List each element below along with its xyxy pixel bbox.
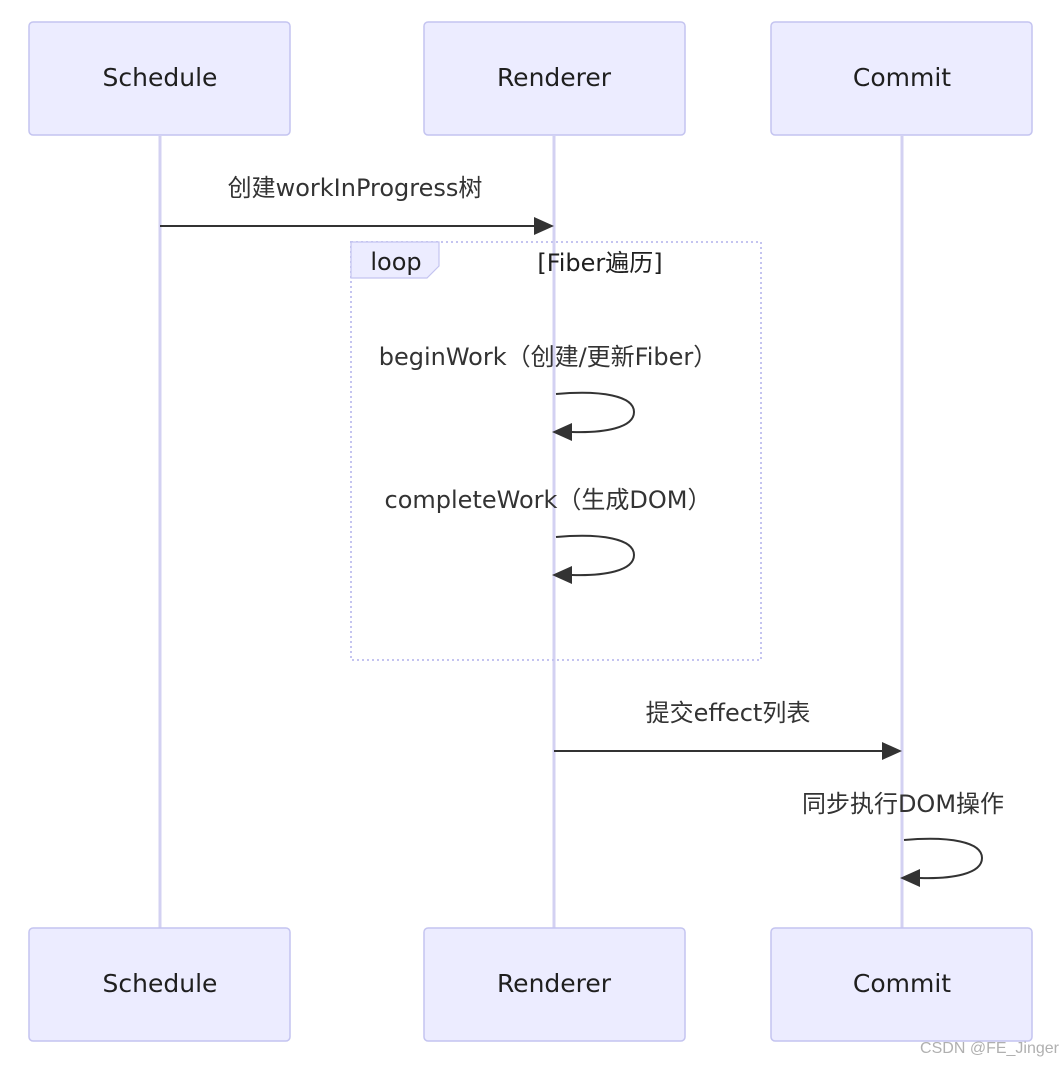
message-sync-dom: 同步执行DOM操作 — [802, 790, 1004, 887]
loop-label-box — [350, 241, 440, 279]
actor-label: Commit — [853, 969, 951, 998]
message-create-wip: 创建workInProgress树 — [160, 174, 554, 235]
self-loop-arrow — [555, 391, 636, 434]
self-loop-arrow — [903, 837, 984, 880]
arrowhead-icon — [552, 423, 572, 441]
loop-frame: loop [Fiber遍历] — [350, 241, 762, 661]
actor-commit-bottom: Commit — [770, 927, 1033, 1042]
message-label: 提交effect列表 — [646, 699, 811, 727]
actor-schedule-bottom: Schedule — [28, 927, 291, 1042]
actor-label: Schedule — [103, 63, 218, 92]
actor-renderer-top: Renderer — [423, 21, 686, 136]
actor-renderer-bottom: Renderer — [423, 927, 686, 1042]
loop-keyword: loop — [370, 248, 421, 276]
message-submit-effects: 提交effect列表 — [554, 699, 902, 760]
loop-box — [350, 241, 762, 661]
message-label: 创建workInProgress树 — [228, 174, 483, 202]
actor-label: Commit — [853, 63, 951, 92]
arrowhead-icon — [882, 742, 902, 760]
actor-label: Renderer — [497, 969, 612, 998]
watermark: CSDN @FE_Jinger — [920, 1040, 1059, 1057]
self-loop-arrow — [555, 534, 636, 577]
actor-label: Schedule — [103, 969, 218, 998]
actor-label: Renderer — [497, 63, 612, 92]
message-label: completeWork（生成DOM） — [385, 486, 712, 514]
loop-condition: [Fiber遍历] — [537, 249, 662, 277]
message-complete-work: completeWork（生成DOM） — [385, 486, 712, 584]
arrowhead-icon — [900, 869, 920, 887]
arrowhead-icon — [552, 566, 572, 584]
message-label: 同步执行DOM操作 — [802, 790, 1004, 818]
actor-schedule-top: Schedule — [28, 21, 291, 136]
arrowhead-icon — [534, 217, 554, 235]
message-label: beginWork（创建/更新Fiber） — [379, 343, 718, 371]
actor-commit-top: Commit — [770, 21, 1033, 136]
message-begin-work: beginWork（创建/更新Fiber） — [379, 343, 718, 441]
